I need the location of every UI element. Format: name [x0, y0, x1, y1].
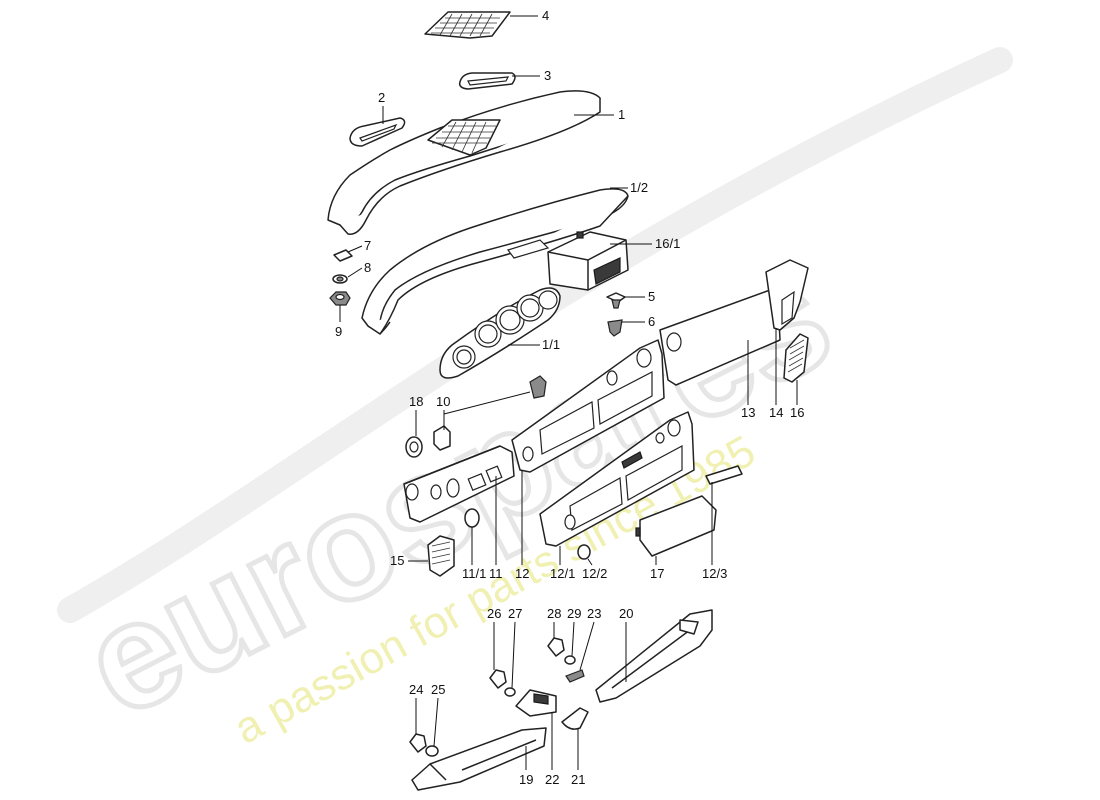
part-1-dash-top-pad	[327, 90, 601, 235]
part-11-lower-dash-panel	[403, 445, 515, 523]
part-8-washer	[332, 274, 348, 284]
part-12-1-dash-panel	[539, 411, 695, 547]
callout-21: 21	[571, 772, 585, 787]
callout-20: 20	[619, 606, 633, 621]
callout-12: 12	[515, 566, 529, 581]
part-9-nut	[329, 291, 351, 306]
part-5-clip	[606, 292, 626, 309]
part-22-bracket	[515, 689, 557, 717]
callout-2: 2	[378, 90, 385, 105]
callout-22: 22	[545, 772, 559, 787]
callout-1: 1	[618, 107, 625, 122]
callout-8: 8	[364, 260, 371, 275]
callout-11-1: 11/1	[462, 566, 486, 581]
part-1-2-dash-panel	[361, 188, 629, 335]
part-20-knee-pad-right	[595, 609, 713, 703]
callout-12-1: 12/1	[550, 566, 575, 581]
callout-labels: 4 3 2 1 1/2 16/1 7 8 9 5 6 1/1 18 10 13 …	[335, 8, 804, 787]
watermark: eurospares a passion for parts since 198…	[56, 47, 1013, 754]
callout-23: 23	[587, 606, 601, 621]
callout-13: 13	[741, 405, 755, 420]
callout-5: 5	[648, 289, 655, 304]
leader-lines	[339, 15, 798, 770]
part-11-1-knob	[464, 508, 480, 528]
part-14-end-panel	[765, 259, 809, 331]
callout-11: 11	[489, 566, 503, 581]
callout-27: 27	[508, 606, 522, 621]
part-16-1-air-vent-box	[547, 231, 629, 291]
part-27-washer	[504, 687, 516, 697]
part-21-cap	[561, 707, 589, 730]
part-12-2-knob	[577, 544, 591, 560]
callout-29: 29	[567, 606, 581, 621]
part-1-1-instrument-panel	[439, 287, 561, 379]
callout-16: 16	[790, 405, 804, 420]
callout-9: 9	[335, 324, 342, 339]
callout-3: 3	[544, 68, 551, 83]
part-16-side-vent	[783, 333, 809, 383]
part-26-nut	[489, 669, 507, 689]
callout-24: 24	[409, 682, 423, 697]
callout-16-1: 16/1	[655, 236, 680, 251]
callout-15: 15	[390, 553, 404, 568]
callout-1-2: 1/2	[630, 180, 648, 195]
callout-7: 7	[364, 238, 371, 253]
callout-12-3: 12/3	[702, 566, 727, 581]
part-12-3-trim	[705, 465, 743, 485]
callout-6: 6	[648, 314, 655, 329]
part-4-vent-grille	[424, 11, 511, 39]
part-2-trim-strip	[349, 117, 406, 147]
part-25-washer	[425, 745, 439, 757]
part-29-washer	[564, 655, 576, 665]
part-28-nut	[547, 637, 565, 657]
callout-14: 14	[769, 405, 783, 420]
part-19-knee-pad-left	[411, 727, 547, 791]
part-18-knob	[405, 436, 423, 458]
callout-19: 19	[519, 772, 533, 787]
callout-4: 4	[542, 8, 549, 23]
part-10-clip	[433, 375, 547, 451]
callout-12-2: 12/2	[582, 566, 607, 581]
callout-25: 25	[431, 682, 445, 697]
part-17-glovebox-lid	[635, 495, 717, 557]
callout-10: 10	[436, 394, 450, 409]
callout-26: 26	[487, 606, 501, 621]
part-7-clip	[333, 249, 353, 262]
callout-18: 18	[409, 394, 423, 409]
part-6-clip	[607, 319, 623, 337]
part-3-trim-strip	[458, 72, 516, 90]
part-12-center-dash-panel	[511, 339, 665, 473]
callout-28: 28	[547, 606, 561, 621]
callout-17: 17	[650, 566, 664, 581]
part-23-clip	[565, 669, 585, 683]
part-24-nut	[409, 733, 427, 753]
callout-1-1: 1/1	[542, 337, 560, 352]
part-15-vent	[427, 535, 455, 577]
